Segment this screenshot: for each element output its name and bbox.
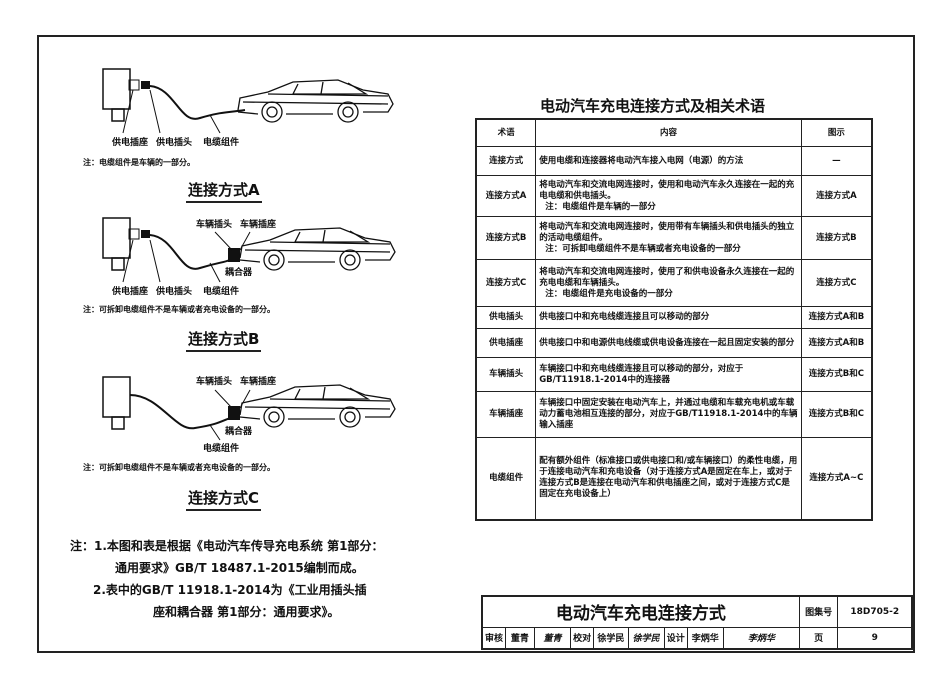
- header-content: 内容: [535, 118, 802, 147]
- header-term: 术语: [475, 118, 537, 147]
- terms-table: 术语 内容 图示 连接方式使用电缆和连接器将电动汽车接入电网（电源）的方法— 连…: [475, 118, 873, 521]
- reviewer-signature: 董青: [533, 626, 572, 650]
- page-label: 页: [798, 626, 839, 650]
- cell-term: 电缆组件: [475, 437, 537, 520]
- atlas-no: 18D705-2: [837, 595, 913, 628]
- label-supply-plug: 供电插头: [156, 138, 193, 148]
- connection-diagrams: [102, 68, 396, 441]
- checker-name: 徐学民: [593, 626, 629, 650]
- review-label: 审核: [481, 626, 507, 650]
- diagram-caption: 连接方式C: [186, 487, 262, 511]
- cell-content: 将电动汽车和交流电网连接时，使用和电动汽车永久连接在一起的充电电缆和供电插头。注…: [535, 175, 802, 217]
- car-icon: [237, 79, 394, 123]
- diagram-note: 注：可拆卸电缆组件不是车辆或者充电设备的一部分。: [83, 463, 275, 472]
- cell-term: 连接方式: [475, 146, 537, 176]
- cell-term: 连接方式C: [475, 259, 537, 307]
- cell-content: 车辆接口中和充电线缆连接且可以移动的部分，对应于GB/T11918.1-2014…: [535, 357, 802, 392]
- cell-content: 配有额外组件（标准接口或供电接口和/或车辆接口）的柔性电缆，用于连接电动汽车和充…: [535, 437, 802, 520]
- table-row: 车辆插座车辆接口中固定安装在电动汽车上，并通过电缆和车载充电机或车载动力蓄电池相…: [475, 391, 873, 438]
- label-supply-socket: 供电插座: [112, 138, 149, 148]
- cell-figure: —: [800, 146, 873, 176]
- content-text: 将电动汽车和交流电网连接时，使用和电动汽车永久连接在一起的充电电缆和供电插头。: [539, 179, 795, 201]
- cell-content: 将电动汽车和交流电网连接时，使用带有车辆插头和供电插头的独立的活动电缆组件。注：…: [535, 216, 802, 260]
- designer-name: 李炳华: [686, 626, 724, 650]
- cable-line: [149, 85, 246, 120]
- designer-signature: 李炳华: [722, 626, 800, 650]
- table-row: 连接方式使用电缆和连接器将电动汽车接入电网（电源）的方法—: [475, 146, 873, 176]
- cell-figure: 连接方式A和B: [800, 328, 873, 358]
- diagram-caption: 连接方式B: [186, 328, 262, 352]
- content-note: 注：电缆组件是车辆的一部分: [545, 201, 656, 212]
- cell-figure: 连接方式B: [800, 216, 873, 260]
- label-vehicle-connector: 车辆插头: [196, 377, 233, 387]
- check-label: 校对: [570, 626, 595, 650]
- cell-term: 连接方式B: [475, 216, 537, 260]
- diagram-c: [102, 376, 396, 441]
- cell-content: 车辆接口中固定安装在电动汽车上，并通过电缆和车载充电机或车载动力蓄电池相互连接的…: [535, 391, 802, 438]
- coupler-icon: [228, 248, 240, 262]
- diagram-b: [102, 217, 396, 283]
- label-supply-socket: 供电插座: [112, 287, 149, 297]
- cell-figure: 连接方式A: [800, 175, 873, 217]
- cell-term: 供电插头: [475, 306, 537, 329]
- checker-signature: 徐学民: [627, 626, 665, 650]
- cell-term: 供电插座: [475, 328, 537, 358]
- footnote-line: 2.表中的GB/T 11918.1-2014为《工业用插头插: [93, 583, 367, 597]
- label-vehicle-inlet: 车辆插座: [240, 377, 277, 387]
- table-header: 术语 内容 图示: [475, 118, 873, 147]
- header-figure: 图示: [800, 118, 873, 147]
- sheet-frame: [37, 35, 915, 653]
- diagram-note: 注：可拆卸电缆组件不是车辆或者充电设备的一部分。: [83, 305, 275, 314]
- diagram-caption: 连接方式A: [186, 179, 262, 203]
- label-coupler: 耦合器: [225, 268, 253, 278]
- table-row: 供电插头供电接口中和充电线缆连接且可以移动的部分连接方式A和B: [475, 306, 873, 329]
- content-text: 将电动汽车和交流电网连接时，使用带有车辆插头和供电插头的独立的活动电缆组件。: [539, 221, 795, 243]
- diagram-note: 注：电缆组件是车辆的一部分。: [83, 158, 195, 167]
- footnote-line: 注：1.本图和表是根据《电动汽车传导充电系统 第1部分：: [70, 539, 384, 553]
- table-row: 供电插座供电接口中和电源供电线缆或供电设备连接在一起且固定安装的部分连接方式A和…: [475, 328, 873, 358]
- cell-figure: 连接方式C: [800, 259, 873, 307]
- cell-figure: 连接方式A和B: [800, 306, 873, 329]
- table-row: 电缆组件配有额外组件（标准接口或供电接口和/或车辆接口）的柔性电缆，用于连接电动…: [475, 437, 873, 520]
- footnotes: 注：1.本图和表是根据《电动汽车传导充电系统 第1部分： 通用要求》GB/T 1…: [70, 535, 383, 623]
- table-row: 车辆插头车辆接口中和充电线缆连接且可以移动的部分，对应于GB/T11918.1-…: [475, 357, 873, 392]
- drawing-title: 电动汽车充电连接方式: [481, 595, 800, 628]
- footnote-line: 通用要求》GB/T 18487.1-2015编制而成。: [115, 561, 364, 575]
- label-vehicle-inlet: 车辆插座: [240, 220, 277, 230]
- atlas-no-label: 图集号: [798, 595, 839, 628]
- cell-content: 供电接口中和充电线缆连接且可以移动的部分: [535, 306, 802, 329]
- charging-box-icon: [102, 68, 131, 110]
- cell-figure: 连接方式B和C: [800, 391, 873, 438]
- label-cable: 电缆组件: [203, 444, 240, 454]
- label-cable: 电缆组件: [203, 287, 240, 297]
- cell-term: 车辆插头: [475, 357, 537, 392]
- design-label: 设计: [663, 626, 688, 650]
- cell-content: 供电接口中和电源供电线缆或供电设备连接在一起且固定安装的部分: [535, 328, 802, 358]
- diagram-a: [102, 68, 394, 134]
- cell-content: 使用电缆和连接器将电动汽车接入电网（电源）的方法: [535, 146, 802, 176]
- cell-term: 连接方式A: [475, 175, 537, 217]
- cell-figure: 连接方式A~C: [800, 437, 873, 520]
- label-supply-plug: 供电插头: [156, 287, 193, 297]
- reviewer-name: 董青: [505, 626, 535, 650]
- table-title: 电动汽车充电连接方式及相关术语: [540, 97, 766, 115]
- content-note: 注：电缆组件是充电设备的一部分: [545, 288, 673, 299]
- plug-icon: [141, 81, 150, 89]
- content-note: 注：可拆卸电缆组件不是车辆或者充电设备的一部分: [545, 243, 741, 254]
- page-number: 9: [837, 626, 913, 650]
- title-block: 电动汽车充电连接方式 图集号 18D705-2 审核 董青 董青 校对 徐学民 …: [481, 595, 913, 650]
- label-cable: 电缆组件: [203, 138, 240, 148]
- cell-figure: 连接方式B和C: [800, 357, 873, 392]
- content-text: 将电动汽车和交流电网连接时，使用了和供电设备永久连接在一起的充电电缆和车辆插头。: [539, 266, 795, 288]
- cell-content: 将电动汽车和交流电网连接时，使用了和供电设备永久连接在一起的充电电缆和车辆插头。…: [535, 259, 802, 307]
- label-coupler: 耦合器: [225, 427, 253, 437]
- cell-term: 车辆插座: [475, 391, 537, 438]
- footnote-line: 座和耦合器 第1部分：通用要求》。: [153, 605, 340, 619]
- label-vehicle-connector: 车辆插头: [196, 220, 233, 230]
